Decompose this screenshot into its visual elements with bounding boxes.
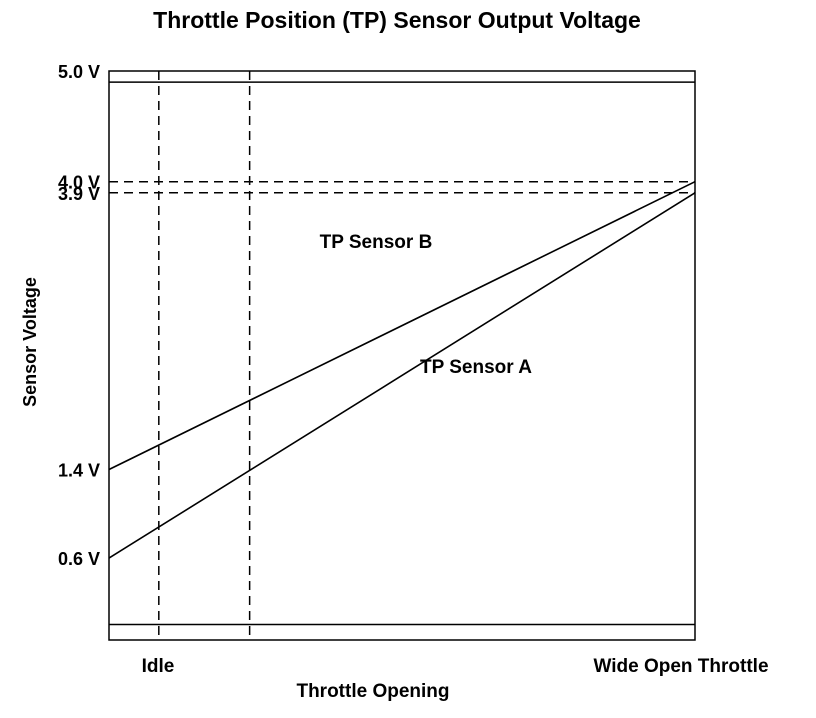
series-label-tp-sensor-b: TP Sensor B <box>320 232 433 253</box>
y-tick-label-3: 1.4 V <box>58 461 100 481</box>
chart-title: Throttle Position (TP) Sensor Output Vol… <box>153 7 641 33</box>
series-line-tp-sensor-b <box>108 180 696 471</box>
x-tick-label-wide-open-throttle: Wide Open Throttle <box>593 656 768 677</box>
y-tick-label-4: 0.6 V <box>58 549 100 569</box>
y-tick-label-0: 5.0 V <box>58 62 100 82</box>
y-tick-label-1: 4.0 V <box>58 173 100 193</box>
plot-frame <box>108 70 696 641</box>
y-tick-label-2: 3.9 V <box>58 184 100 204</box>
x-axis-label: Throttle Opening <box>296 681 449 702</box>
y-axis-label: Sensor Voltage <box>20 277 40 407</box>
x-tick-label-idle: Idle <box>142 656 175 677</box>
series-label-tp-sensor-a: TP Sensor A <box>420 357 532 378</box>
series-line-tp-sensor-a <box>108 192 696 559</box>
